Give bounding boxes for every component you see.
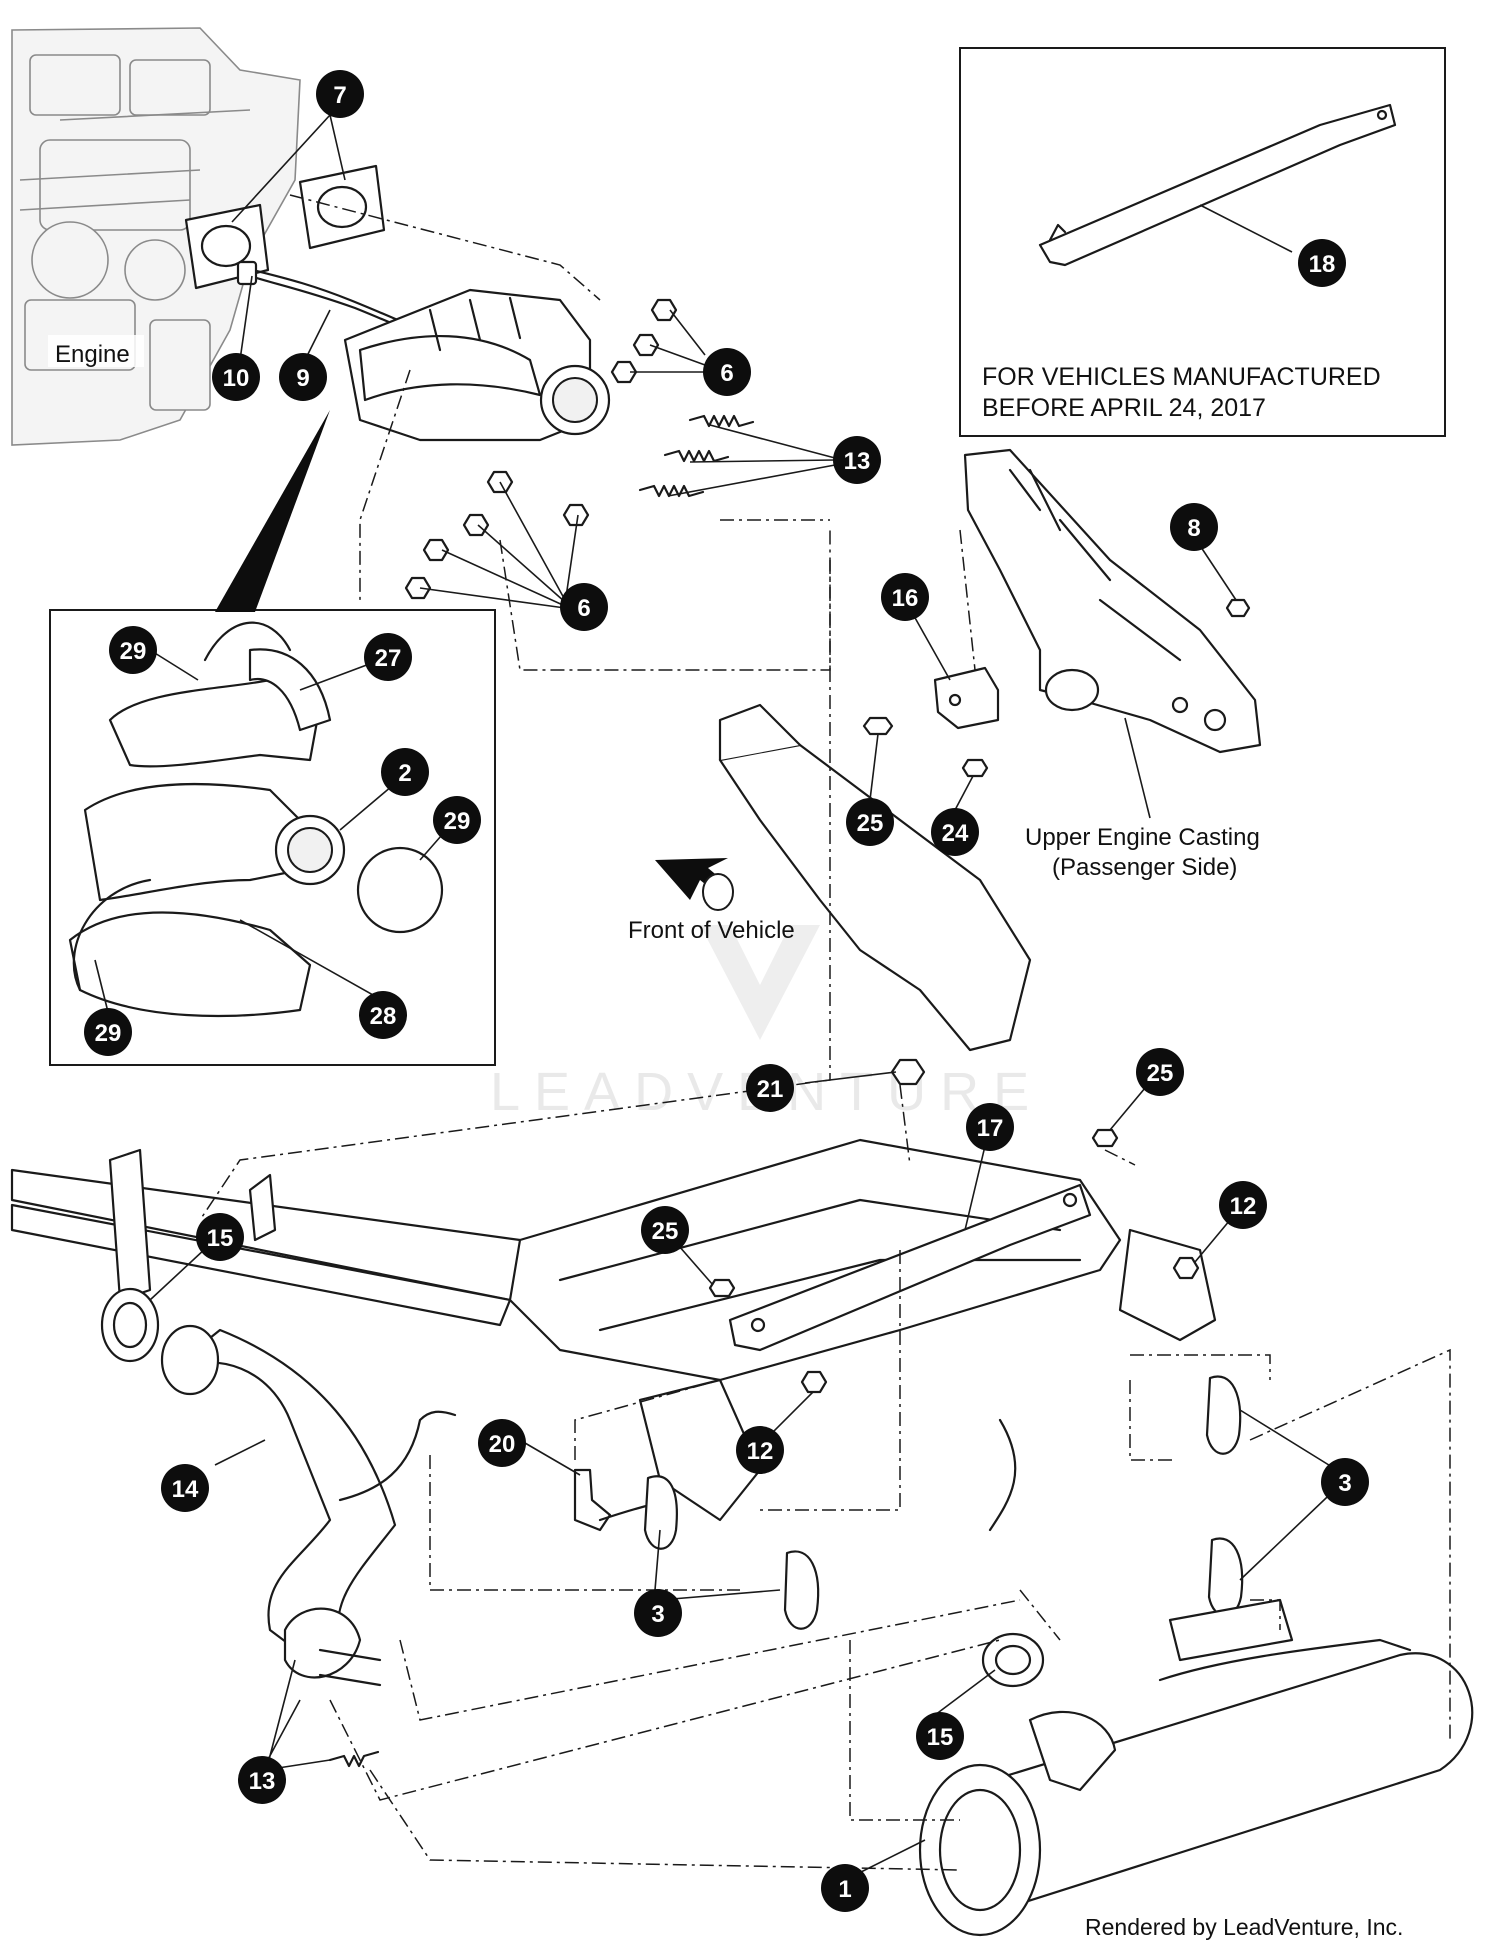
svg-text:16: 16 — [892, 585, 919, 612]
callout-15: 15 — [916, 1712, 964, 1760]
svg-text:13: 13 — [844, 448, 871, 475]
upper-casting-label-1: Upper Engine Casting — [1025, 824, 1260, 851]
callout-24: 24 — [931, 808, 979, 856]
svg-text:6: 6 — [577, 595, 590, 622]
engine-illustration — [11, 27, 301, 446]
svg-text:2: 2 — [398, 760, 411, 787]
callout-29: 29 — [109, 626, 157, 674]
note-line-2: BEFORE APRIL 24, 2017 — [982, 394, 1266, 422]
gasket-15-left — [100, 1287, 160, 1363]
credit-text: Rendered by LeadVenture, Inc. — [1085, 1914, 1403, 1940]
manifold-nuts — [404, 298, 678, 600]
o2-sensor-20 — [573, 1468, 652, 1532]
svg-text:7: 7 — [333, 82, 346, 109]
callout-28: 28 — [359, 991, 407, 1039]
callout-17: 17 — [966, 1103, 1014, 1151]
svg-text:25: 25 — [857, 810, 884, 837]
svg-text:21: 21 — [757, 1076, 784, 1103]
exhaust-manifold — [343, 288, 611, 442]
callout-14: 14 — [161, 1464, 209, 1512]
callout-16: 16 — [881, 573, 929, 621]
callout-18: 18 — [1298, 239, 1346, 287]
callout-12: 12 — [1219, 1181, 1267, 1229]
callout-1: 1 — [821, 1864, 869, 1912]
svg-text:20: 20 — [489, 1431, 516, 1458]
callout-29: 29 — [433, 796, 481, 844]
manifold-detail-parts — [68, 621, 444, 1018]
callout-25: 25 — [846, 798, 894, 846]
rubber-hangers — [643, 1375, 1244, 1630]
exhaust-springs-top — [638, 414, 755, 498]
callout-9: 9 — [279, 353, 327, 401]
callout-25: 25 — [641, 1206, 689, 1254]
callout-29: 29 — [84, 1008, 132, 1056]
bracket-16 — [933, 666, 1000, 730]
svg-text:3: 3 — [1338, 1470, 1351, 1497]
front-of-vehicle-arrow — [655, 858, 734, 911]
svg-text:25: 25 — [652, 1218, 679, 1245]
callout-12: 12 — [736, 1426, 784, 1474]
svg-text:15: 15 — [207, 1225, 234, 1252]
svg-text:25: 25 — [1147, 1060, 1174, 1087]
svg-text:15: 15 — [927, 1724, 954, 1751]
svg-text:29: 29 — [120, 638, 147, 665]
svg-text:17: 17 — [977, 1115, 1004, 1142]
svg-text:13: 13 — [249, 1768, 276, 1795]
svg-text:3: 3 — [651, 1601, 664, 1628]
svg-text:18: 18 — [1309, 251, 1336, 278]
engine-label: Engine — [55, 341, 130, 368]
small-fasteners — [862, 598, 1251, 778]
svg-text:29: 29 — [95, 1020, 122, 1047]
callout-27: 27 — [364, 633, 412, 681]
svg-text:9: 9 — [296, 365, 309, 392]
upper-casting-label-2: (Passenger Side) — [1052, 854, 1237, 881]
callout-10: 10 — [212, 353, 260, 401]
svg-text:1: 1 — [838, 1876, 851, 1903]
callout-7: 7 — [316, 70, 364, 118]
svg-text:12: 12 — [747, 1438, 774, 1465]
callout-3: 3 — [634, 1589, 682, 1637]
assembly-lines — [199, 194, 1451, 1871]
svg-text:28: 28 — [370, 1003, 397, 1030]
callout-2: 2 — [381, 748, 429, 796]
svg-text:24: 24 — [942, 820, 969, 847]
gasket-15-right — [981, 1632, 1045, 1688]
callout-13: 13 — [238, 1756, 286, 1804]
callout-13: 13 — [833, 436, 881, 484]
callout-20: 20 — [478, 1419, 526, 1467]
callout-15: 15 — [196, 1213, 244, 1261]
svg-text:14: 14 — [172, 1476, 199, 1503]
svg-text:10: 10 — [223, 365, 250, 392]
svg-text:29: 29 — [444, 808, 471, 835]
callout-21: 21 — [746, 1064, 794, 1112]
callout-6: 6 — [560, 583, 608, 631]
bracket-17 — [728, 1183, 1092, 1352]
svg-text:6: 6 — [720, 360, 733, 387]
muffler-1 — [918, 1598, 1474, 1937]
svg-text:27: 27 — [375, 645, 402, 672]
callout-25: 25 — [1136, 1048, 1184, 1096]
svg-text:8: 8 — [1187, 515, 1200, 542]
svg-text:12: 12 — [1230, 1193, 1257, 1220]
chassis-frame — [10, 703, 1217, 1532]
upper-engine-casting — [963, 448, 1262, 754]
note-line-1: FOR VEHICLES MANUFACTURED — [982, 363, 1381, 391]
callout-8: 8 — [1170, 503, 1218, 551]
bracket-18 — [1038, 103, 1397, 267]
callout-3: 3 — [1321, 1458, 1369, 1506]
detail-pointer — [215, 410, 330, 612]
frame-fasteners — [708, 1058, 1200, 1394]
exhaust-pipe-14 — [160, 1324, 457, 1768]
callout-6: 6 — [703, 348, 751, 396]
front-of-vehicle-label: Front of Vehicle — [628, 917, 795, 944]
